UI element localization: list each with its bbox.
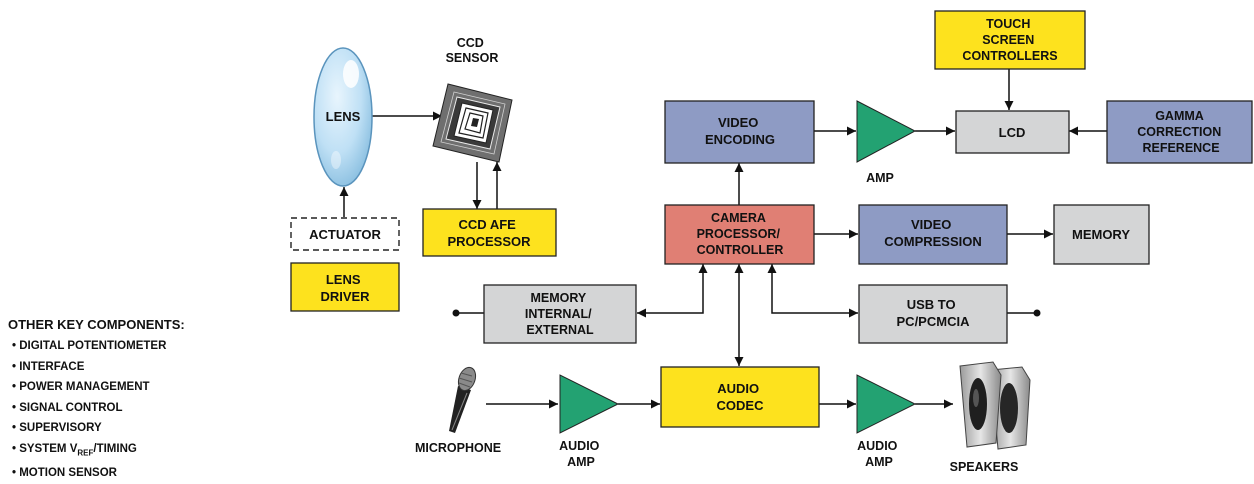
amp-label: AMP — [866, 171, 894, 185]
other-components-list: • DIGITAL POTENTIOMETER • INTERFACE • PO… — [8, 336, 258, 484]
svg-text:MEMORY: MEMORY — [1072, 227, 1130, 242]
audio-amp-in-label-2: AMP — [567, 455, 595, 469]
amp-triangle-icon — [856, 100, 917, 163]
other-component-item: • MOTION SENSOR — [12, 467, 117, 480]
memory-internal-external-block: MEMORY INTERNAL/ EXTERNAL — [483, 284, 637, 344]
other-key-components-panel: OTHER KEY COMPONENTS: • DIGITAL POTENTIO… — [8, 317, 258, 484]
actuator-label: ACTUATOR — [309, 227, 381, 242]
usb-label-2: PC/PCMCIA — [897, 314, 971, 329]
video-encoding-label-1: VIDEO — [718, 115, 758, 130]
camera-processor-block: CAMERA PROCESSOR/ CONTROLLER — [664, 204, 815, 265]
audio-input-amp: AUDIO AMP — [559, 374, 620, 469]
audio-amp-out-label-2: AMP — [865, 455, 893, 469]
svg-text:LENS DRIVER: LENS DRIVER — [320, 272, 370, 304]
other-component-item: • POWER MANAGEMENT — [12, 381, 150, 393]
lens-driver-block: LENS DRIVER — [290, 262, 400, 312]
gamma-label-3: REFERENCE — [1142, 141, 1219, 155]
system-vref-subscript: REF — [77, 447, 94, 457]
ccd-afe-processor-block: CCD AFE PROCESSOR — [422, 208, 557, 257]
svg-text:CCD AFE PROCESSOR: CCD AFE PROCESSOR — [447, 217, 531, 249]
gamma-label-1: GAMMA — [1155, 109, 1204, 123]
audio-codec-label-1: AUDIO — [717, 381, 759, 396]
other-component-item: • SUPERVISORY — [12, 422, 102, 434]
svg-text:ACTUATOR: ACTUATOR — [309, 227, 381, 242]
svg-text:AUDIO AMP: AUDIO AMP — [857, 439, 901, 469]
ccd-afe-label-2: PROCESSOR — [447, 234, 531, 249]
svg-text:MEMORY INTERNAL/ E: MEMORY INTERNAL/ EXTERNAL — [525, 291, 595, 337]
memory-internal-label-3: EXTERNAL — [526, 323, 594, 337]
svg-text:USB TO PC/PCMCIA: USB TO PC/PCMCIA — [897, 297, 971, 329]
svg-text:VIDEO COMPRESSION: VIDEO COMPRESSION — [884, 217, 982, 249]
audio-codec-block: AUDIO CODEC — [660, 366, 820, 428]
other-component-item-system-vref: • SYSTEM VREF/TIMING — [12, 439, 258, 464]
other-component-item: • INTERFACE — [12, 360, 85, 373]
system-vref-suffix: /TIMING — [93, 442, 137, 455]
svg-text:CCD SENSOR: CCD SENSOR — [446, 36, 499, 65]
memory-label: MEMORY — [1072, 227, 1130, 242]
usb-label-1: USB TO — [907, 297, 956, 312]
svg-text:GAMMA CORRECTION R: GAMMA CORRECTION REFERENCE — [1137, 109, 1225, 155]
memory-block: MEMORY — [1053, 204, 1150, 265]
memory-internal-label-2: INTERNAL/ — [525, 307, 592, 321]
processor-memory-arrow — [637, 264, 708, 318]
video-compression-block: VIDEO COMPRESSION — [858, 204, 1008, 265]
svg-text:TOUCH SCREEN CONTR: TOUCH SCREEN CONTROLLERS — [962, 17, 1057, 63]
memory-bus-dot — [452, 309, 460, 317]
svg-text:LCD: LCD — [999, 125, 1026, 140]
ccd-sensor-label-1: CCD — [457, 36, 484, 50]
usb-bus-dot — [1033, 309, 1041, 317]
audio-codec-label-2: CODEC — [717, 398, 765, 413]
svg-text:AUDIO CODEC: AUDIO CODEC — [717, 381, 765, 413]
video-compression-label-2: COMPRESSION — [884, 234, 982, 249]
lens-driver-label-2: DRIVER — [320, 289, 370, 304]
touch-screen-label-3: CONTROLLERS — [962, 49, 1057, 63]
ccd-sensor-label-2: SENSOR — [446, 51, 499, 65]
touch-screen-label-2: SCREEN — [982, 33, 1034, 47]
audio-amp-in-triangle-icon — [559, 374, 620, 434]
processor-usb-arrow — [767, 264, 858, 318]
speakers-label: SPEAKERS — [950, 460, 1019, 474]
usb-pcmcia-block: USB TO PC/PCMCIA — [858, 284, 1008, 344]
microphone: MICROPHONE — [415, 366, 501, 455]
connections — [339, 69, 1107, 409]
system-vref-prefix: • SYSTEM V — [12, 442, 78, 455]
lens-driver-label-1: LENS — [326, 272, 361, 287]
video-encoding-block: VIDEO ENCODING — [664, 100, 815, 164]
svg-text:AUDIO AMP: AUDIO AMP — [559, 439, 603, 469]
speakers-icon — [959, 361, 1031, 450]
audio-amp-out-label-1: AUDIO — [857, 439, 898, 453]
video-encoding-label-2: ENCODING — [705, 132, 775, 147]
microphone-icon — [449, 366, 477, 433]
audio-amp-out-triangle-icon — [856, 374, 917, 434]
other-component-item: • DIGITAL POTENTIOMETER — [12, 340, 167, 352]
camera-processor-label-2: PROCESSOR/ — [697, 227, 781, 241]
gamma-correction-block: GAMMA CORRECTION REFERENCE — [1106, 100, 1253, 164]
other-components-title: OTHER KEY COMPONENTS: — [8, 317, 185, 332]
lcd-label: LCD — [999, 125, 1026, 140]
gamma-label-2: CORRECTION — [1137, 125, 1221, 139]
ccd-sensor: CCD SENSOR — [432, 36, 513, 163]
audio-output-amp: AUDIO AMP — [856, 374, 917, 469]
ccd-afe-label-1: CCD AFE — [459, 217, 517, 232]
touch-screen-controllers-block: TOUCH SCREEN CONTROLLERS — [934, 10, 1086, 70]
audio-amp-in-label-1: AUDIO — [559, 439, 600, 453]
ccd-chip-icon — [432, 83, 513, 163]
video-compression-label-1: VIDEO — [911, 217, 951, 232]
camera-processor-label-3: CONTROLLER — [697, 243, 784, 257]
actuator-block: ACTUATOR — [290, 217, 400, 251]
speakers: SPEAKERS — [950, 361, 1031, 474]
lens: LENS — [313, 47, 373, 187]
lens-label: LENS — [326, 109, 361, 124]
other-component-item: • SIGNAL CONTROL — [12, 401, 123, 414]
lcd-block: LCD — [955, 110, 1070, 154]
microphone-label: MICROPHONE — [415, 441, 501, 455]
svg-text:CAMERA PROCESSOR/: CAMERA PROCESSOR/ CONTROLLER — [697, 211, 784, 257]
lens-icon — [313, 47, 373, 187]
camera-processor-label-1: CAMERA — [711, 211, 766, 225]
lcd-amp: AMP — [856, 100, 917, 185]
memory-internal-label-1: MEMORY — [530, 291, 586, 305]
svg-text:VIDEO ENCODING: VIDEO ENCODING — [705, 115, 775, 147]
touch-screen-label-1: TOUCH — [986, 17, 1030, 31]
